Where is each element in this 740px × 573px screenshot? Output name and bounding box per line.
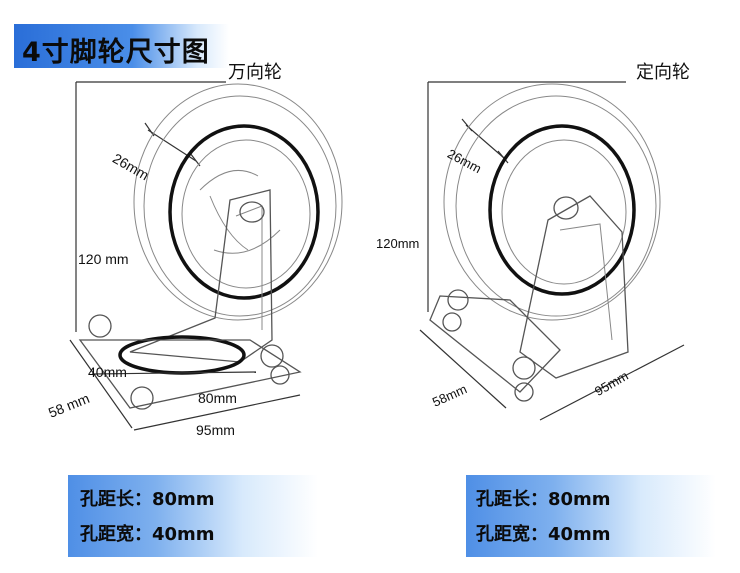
left-hole-width: 孔距宽：40mm	[80, 524, 215, 545]
swivel-caster-illustration	[69, 81, 343, 431]
hole-width-label: 40mm	[88, 364, 127, 380]
swivel-wheel-label: 万向轮	[228, 62, 282, 83]
left-hole-length: 孔距长：80mm	[80, 489, 215, 510]
right-hole-width: 孔距宽：40mm	[476, 524, 611, 545]
hole-length-label: 80mm	[198, 390, 237, 406]
right-spec-box	[466, 475, 716, 557]
fixed-wheel-label: 定向轮	[636, 62, 690, 83]
title-banner	[14, 24, 229, 68]
height-label: 120 mm	[78, 251, 129, 267]
page-title: 4寸脚轮尺寸图	[22, 37, 210, 68]
plate-length-label: 95mm	[196, 422, 235, 438]
left-spec-box	[68, 475, 318, 557]
right-hole-length: 孔距长：80mm	[476, 489, 611, 510]
fixed-caster-illustration	[419, 81, 685, 421]
height-label: 120mm	[376, 236, 420, 251]
